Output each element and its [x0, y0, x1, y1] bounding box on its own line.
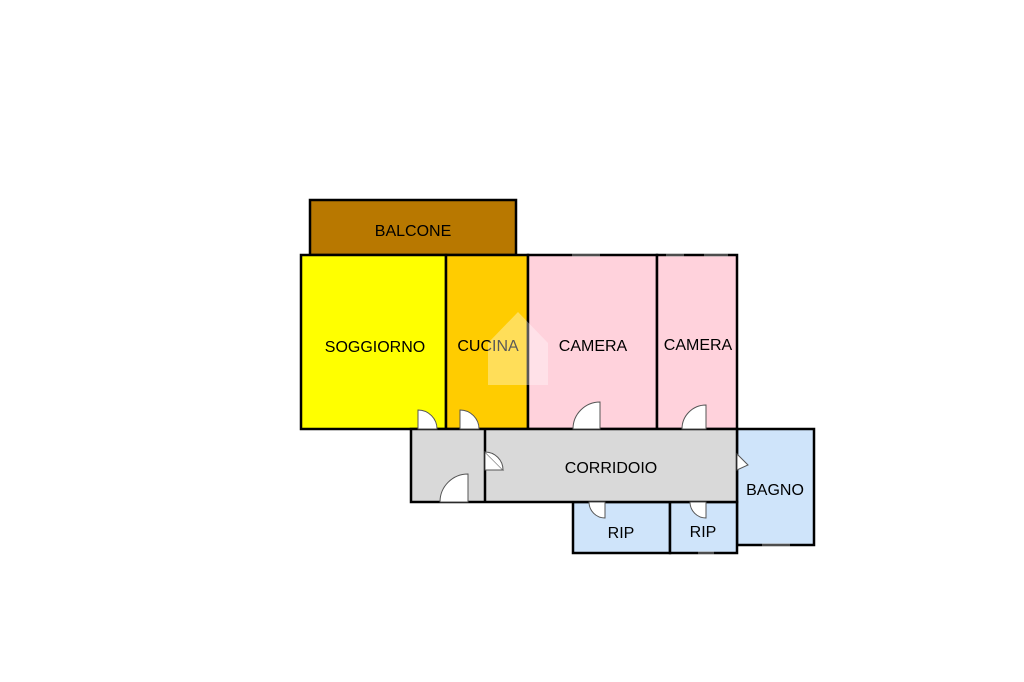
label-balcone: BALCONE — [375, 223, 451, 240]
label-camera-1: CAMERA — [559, 338, 628, 355]
label-rip-1: RIP — [608, 525, 635, 542]
room-corridoio — [409, 427, 739, 504]
door-cucina — [459, 409, 480, 430]
door-camera-2 — [681, 404, 707, 430]
door-camera-1 — [572, 401, 601, 430]
door-rip-1 — [588, 501, 606, 519]
label-corridoio: CORRIDOIO — [565, 460, 657, 477]
room-rip-1 — [571, 500, 672, 555]
label-cucina: CUCINA — [457, 338, 519, 355]
room-balcone — [308, 198, 518, 257]
label-bagno: BAGNO — [746, 482, 804, 499]
room-labels: BALCONE SOGGIORNO CUCINA CAMERA CAMERA C… — [325, 223, 804, 542]
room-soggiorno — [299, 253, 448, 431]
door-entrance — [439, 473, 469, 503]
door-corridor-partition-swing — [484, 451, 504, 471]
label-rip-2: RIP — [690, 524, 717, 541]
label-camera-2: CAMERA — [664, 337, 733, 354]
door-rip-2 — [689, 501, 707, 519]
watermark-house-icon — [488, 312, 548, 385]
door-bagno — [736, 452, 749, 471]
door-soggiorno — [417, 409, 438, 430]
doors — [417, 401, 749, 519]
label-soggiorno: SOGGIORNO — [325, 339, 425, 356]
rooms — [299, 198, 816, 555]
windows — [572, 253, 790, 555]
